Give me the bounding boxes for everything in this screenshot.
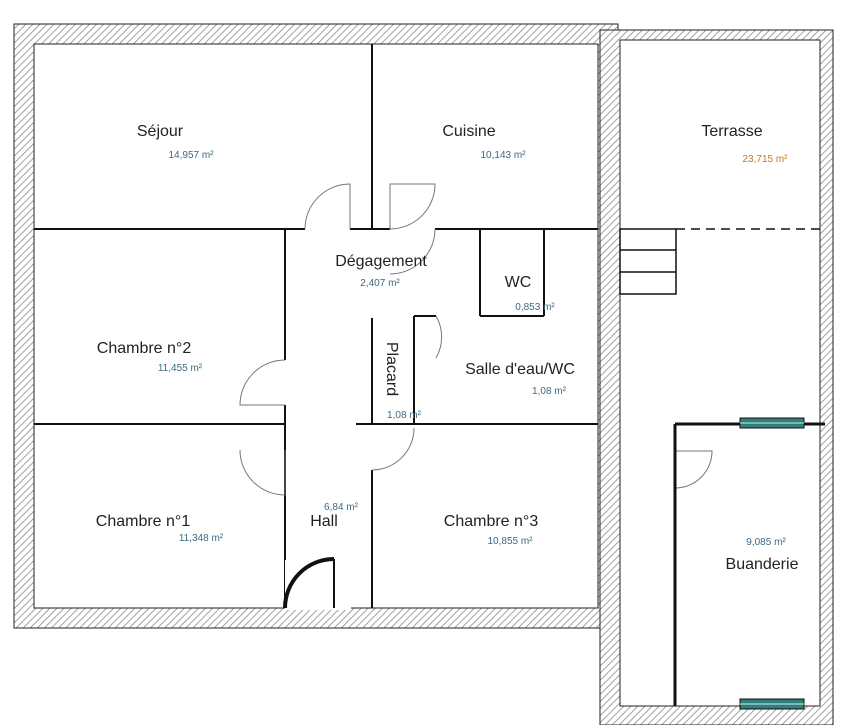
front-door <box>283 557 351 610</box>
room-name: Séjour <box>137 123 184 140</box>
room-name: Dégagement <box>335 253 427 270</box>
room-area: 9,085 m² <box>746 537 786 548</box>
room-name: WC <box>505 274 532 291</box>
door-cuisine <box>389 183 436 230</box>
room-name: Chambre n°1 <box>96 513 191 530</box>
room-area: 11,348 m² <box>179 533 224 544</box>
room-name: Salle d'eau/WC <box>465 361 575 378</box>
room-area: 6,84 m² <box>324 502 359 513</box>
windows <box>739 417 805 710</box>
room-labels: Séjour 14,957 m² Cuisine 10,143 m² Terra… <box>96 123 799 573</box>
room-area: 10,855 m² <box>487 536 533 547</box>
outer-walls <box>13 23 834 725</box>
door-chambre3 <box>371 427 415 471</box>
room-name: Hall <box>310 513 338 530</box>
door-salle-eau <box>435 315 443 359</box>
room-area: 2,407 m² <box>360 278 400 289</box>
door-chambre2 <box>239 359 286 406</box>
interior-walls <box>34 44 598 608</box>
room-name: Chambre n°3 <box>444 513 539 530</box>
terrace-stairs <box>619 228 677 295</box>
room-area: 11,455 m² <box>158 363 203 374</box>
room-name: Placard <box>383 342 400 396</box>
room-area: 1,08 m² <box>532 386 567 397</box>
door-cuisine-2 <box>389 228 436 275</box>
room-area: 14,957 m² <box>168 150 214 161</box>
door-buanderie <box>674 450 713 489</box>
door-swings <box>239 183 713 496</box>
room-name: Chambre n°2 <box>97 340 192 357</box>
room-area: 1,08 m² <box>387 410 422 421</box>
room-name: Terrasse <box>701 123 762 140</box>
terrace-wall <box>599 29 834 725</box>
room-area: 0,853 m² <box>515 302 555 313</box>
door-sejour <box>304 183 351 230</box>
room-name: Cuisine <box>442 123 495 140</box>
room-name: Buanderie <box>726 556 799 573</box>
room-area: 23,715 m² <box>742 154 788 165</box>
door-chambre1 <box>239 449 286 496</box>
room-area: 10,143 m² <box>480 150 526 161</box>
